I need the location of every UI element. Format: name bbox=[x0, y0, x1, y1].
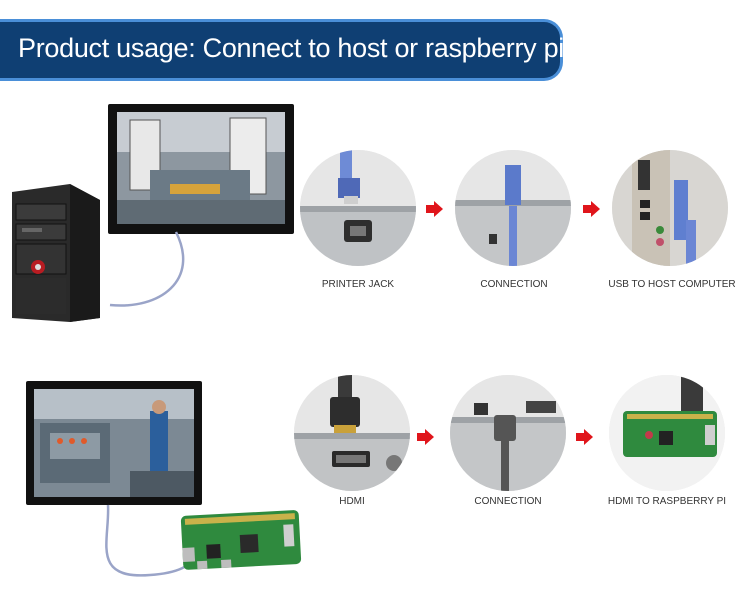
connection-photo-2 bbox=[450, 375, 566, 491]
page-title: Product usage: Connect to host or raspbe… bbox=[18, 33, 565, 63]
host-computer-photo bbox=[612, 150, 728, 266]
connection-photo-1 bbox=[455, 150, 571, 266]
step-label: USB TO HOST COMPUTER bbox=[608, 279, 736, 290]
step-label: HDMI TO RASPBERRY PI bbox=[607, 496, 727, 507]
usb-b-connector-icon bbox=[300, 150, 416, 266]
arrow-3 bbox=[417, 433, 425, 441]
arrow-2 bbox=[583, 205, 591, 213]
hdmi-connector-icon bbox=[294, 375, 410, 491]
arrow-head-4 bbox=[584, 429, 593, 445]
title-banner: Product usage: Connect to host or raspbe… bbox=[0, 22, 564, 78]
arrow-head-2 bbox=[591, 201, 600, 217]
step-label: CONNECTION bbox=[480, 279, 548, 290]
arrow-head-1 bbox=[434, 201, 443, 217]
raspberry-pi-monitor-illustration bbox=[26, 381, 302, 577]
printer-jack-photo bbox=[300, 150, 416, 266]
computer-usb-port-icon bbox=[612, 150, 728, 266]
step-label: HDMI bbox=[339, 496, 365, 507]
raspberry-pi-photo bbox=[609, 375, 725, 491]
usb-cable-icon bbox=[455, 150, 571, 266]
pc-monitor-illustration bbox=[12, 104, 294, 322]
hdmi-cable-icon bbox=[450, 375, 566, 491]
arrow-head-3 bbox=[425, 429, 434, 445]
hdmi-photo bbox=[294, 375, 410, 491]
raspberry-pi-board-icon bbox=[609, 375, 725, 491]
step-label: PRINTER JACK bbox=[321, 279, 395, 290]
step-label: CONNECTION bbox=[474, 496, 542, 507]
arrow-1 bbox=[426, 205, 434, 213]
arrow-4 bbox=[576, 433, 584, 441]
